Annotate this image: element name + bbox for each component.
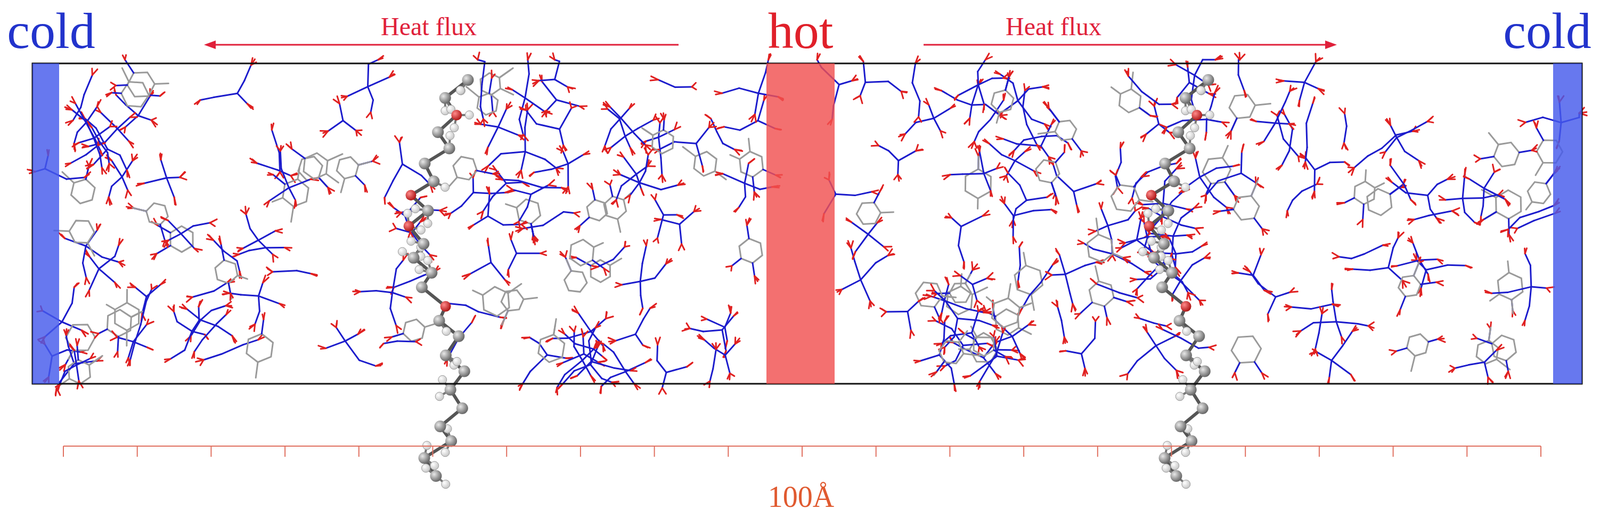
heat-flux-label: Heat flux <box>1005 13 1102 40</box>
scale-bar <box>63 445 1541 457</box>
cold-region: cold <box>32 63 60 384</box>
scale-label: 100Å <box>768 481 835 512</box>
region-label: hot <box>768 5 834 57</box>
cold-region: cold <box>1553 63 1582 384</box>
region-label: cold <box>1503 5 1591 57</box>
hot-region: hot <box>766 63 835 384</box>
region-label: cold <box>6 5 95 57</box>
heat-flux-label: Heat flux <box>380 13 477 40</box>
molecule-sticks <box>27 52 1588 396</box>
simulation-box <box>32 63 1582 384</box>
